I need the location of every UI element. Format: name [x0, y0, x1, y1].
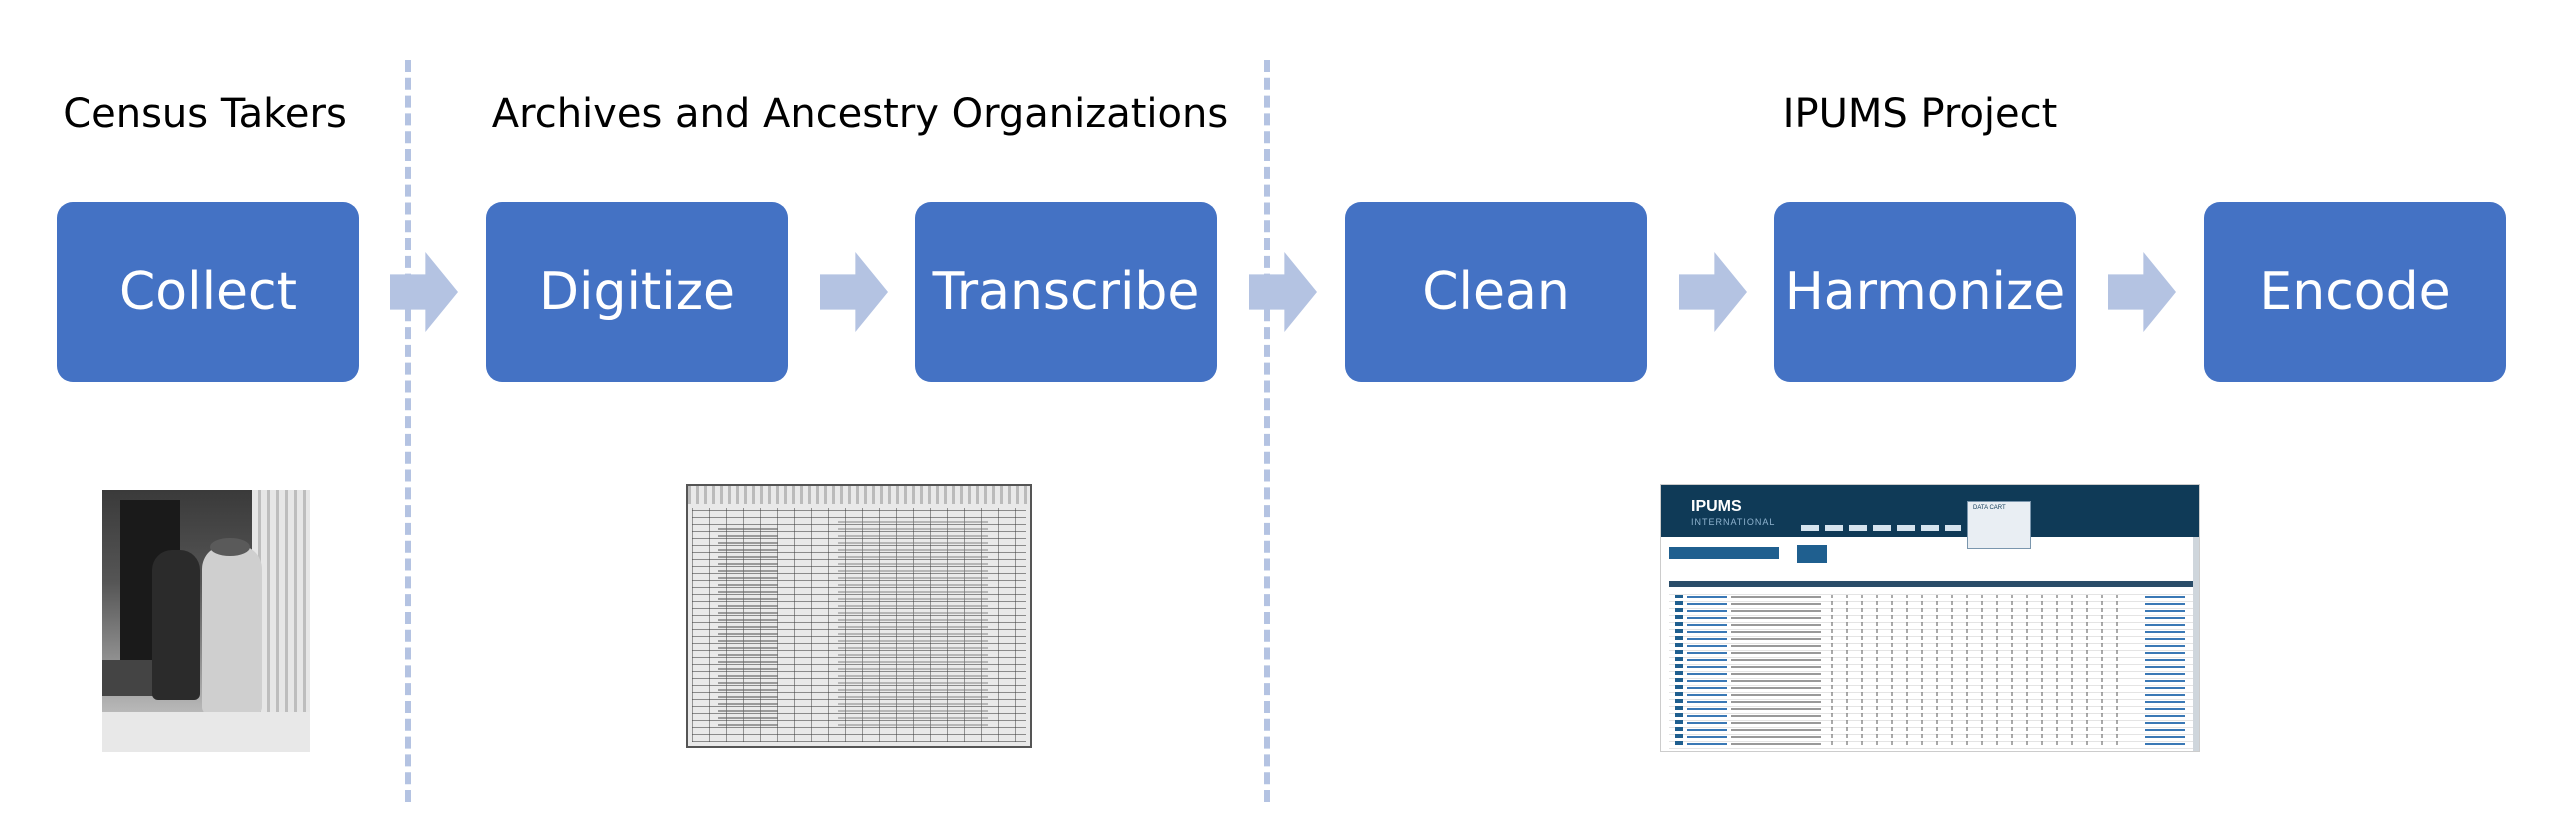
section-divider: [405, 60, 411, 802]
section-divider: [1264, 60, 1270, 802]
step-collect: Collect: [57, 202, 359, 382]
right-arrow-icon: [2108, 252, 2176, 332]
right-arrow-icon: [1249, 252, 1317, 332]
step-label: Transcribe: [932, 262, 1200, 322]
section-label-census-takers: Census Takers: [63, 91, 347, 137]
ipums-logo-subtitle: INTERNATIONAL: [1691, 517, 1776, 527]
census-document-image: [686, 484, 1032, 748]
step-label: Collect: [119, 262, 297, 322]
section-label-ipums: IPUMS Project: [1782, 91, 2058, 137]
step-label: Clean: [1422, 262, 1570, 322]
ipums-logo: IPUMS: [1691, 498, 1742, 515]
ipums-website-screenshot: IPUMS INTERNATIONAL DATA CART: [1660, 484, 2200, 752]
step-label: Harmonize: [1784, 262, 2066, 322]
step-digitize: Digitize: [486, 202, 788, 382]
census-taker-photo: [102, 490, 310, 752]
step-harmonize: Harmonize: [1774, 202, 2076, 382]
step-clean: Clean: [1345, 202, 1647, 382]
right-arrow-icon: [1679, 252, 1747, 332]
step-label: Encode: [2259, 262, 2451, 322]
right-arrow-icon: [820, 252, 888, 332]
right-arrow-icon: [390, 252, 458, 332]
data-cart-label: DATA CART: [1973, 505, 2006, 511]
section-label-archives: Archives and Ancestry Organizations: [491, 91, 1229, 137]
step-encode: Encode: [2204, 202, 2506, 382]
step-transcribe: Transcribe: [915, 202, 1217, 382]
step-label: Digitize: [538, 262, 736, 322]
